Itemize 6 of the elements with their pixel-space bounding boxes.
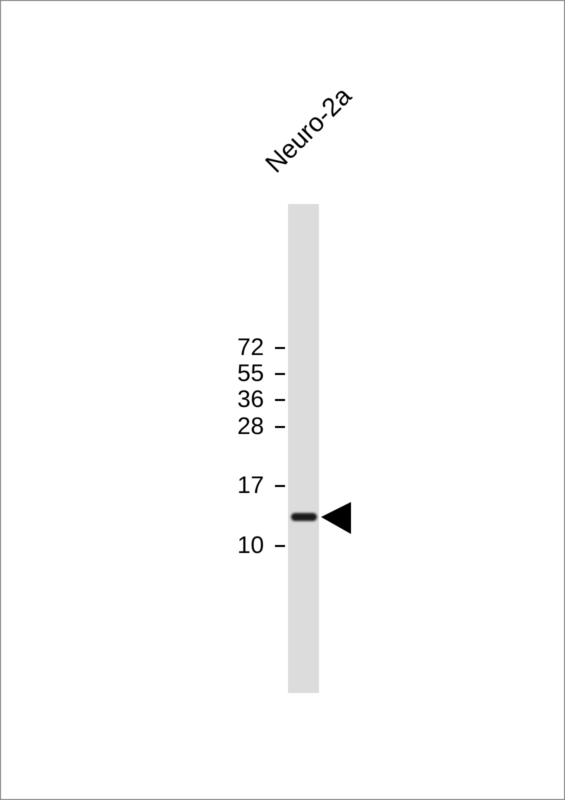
molecular-weight-label: 55	[237, 362, 264, 386]
molecular-weight-label: 72	[237, 336, 264, 360]
molecular-weight-label: 28	[237, 415, 264, 439]
molecular-weight-label: 17	[237, 474, 264, 498]
molecular-weight-label: 36	[237, 388, 264, 412]
molecular-weight-label: 10	[237, 534, 264, 558]
